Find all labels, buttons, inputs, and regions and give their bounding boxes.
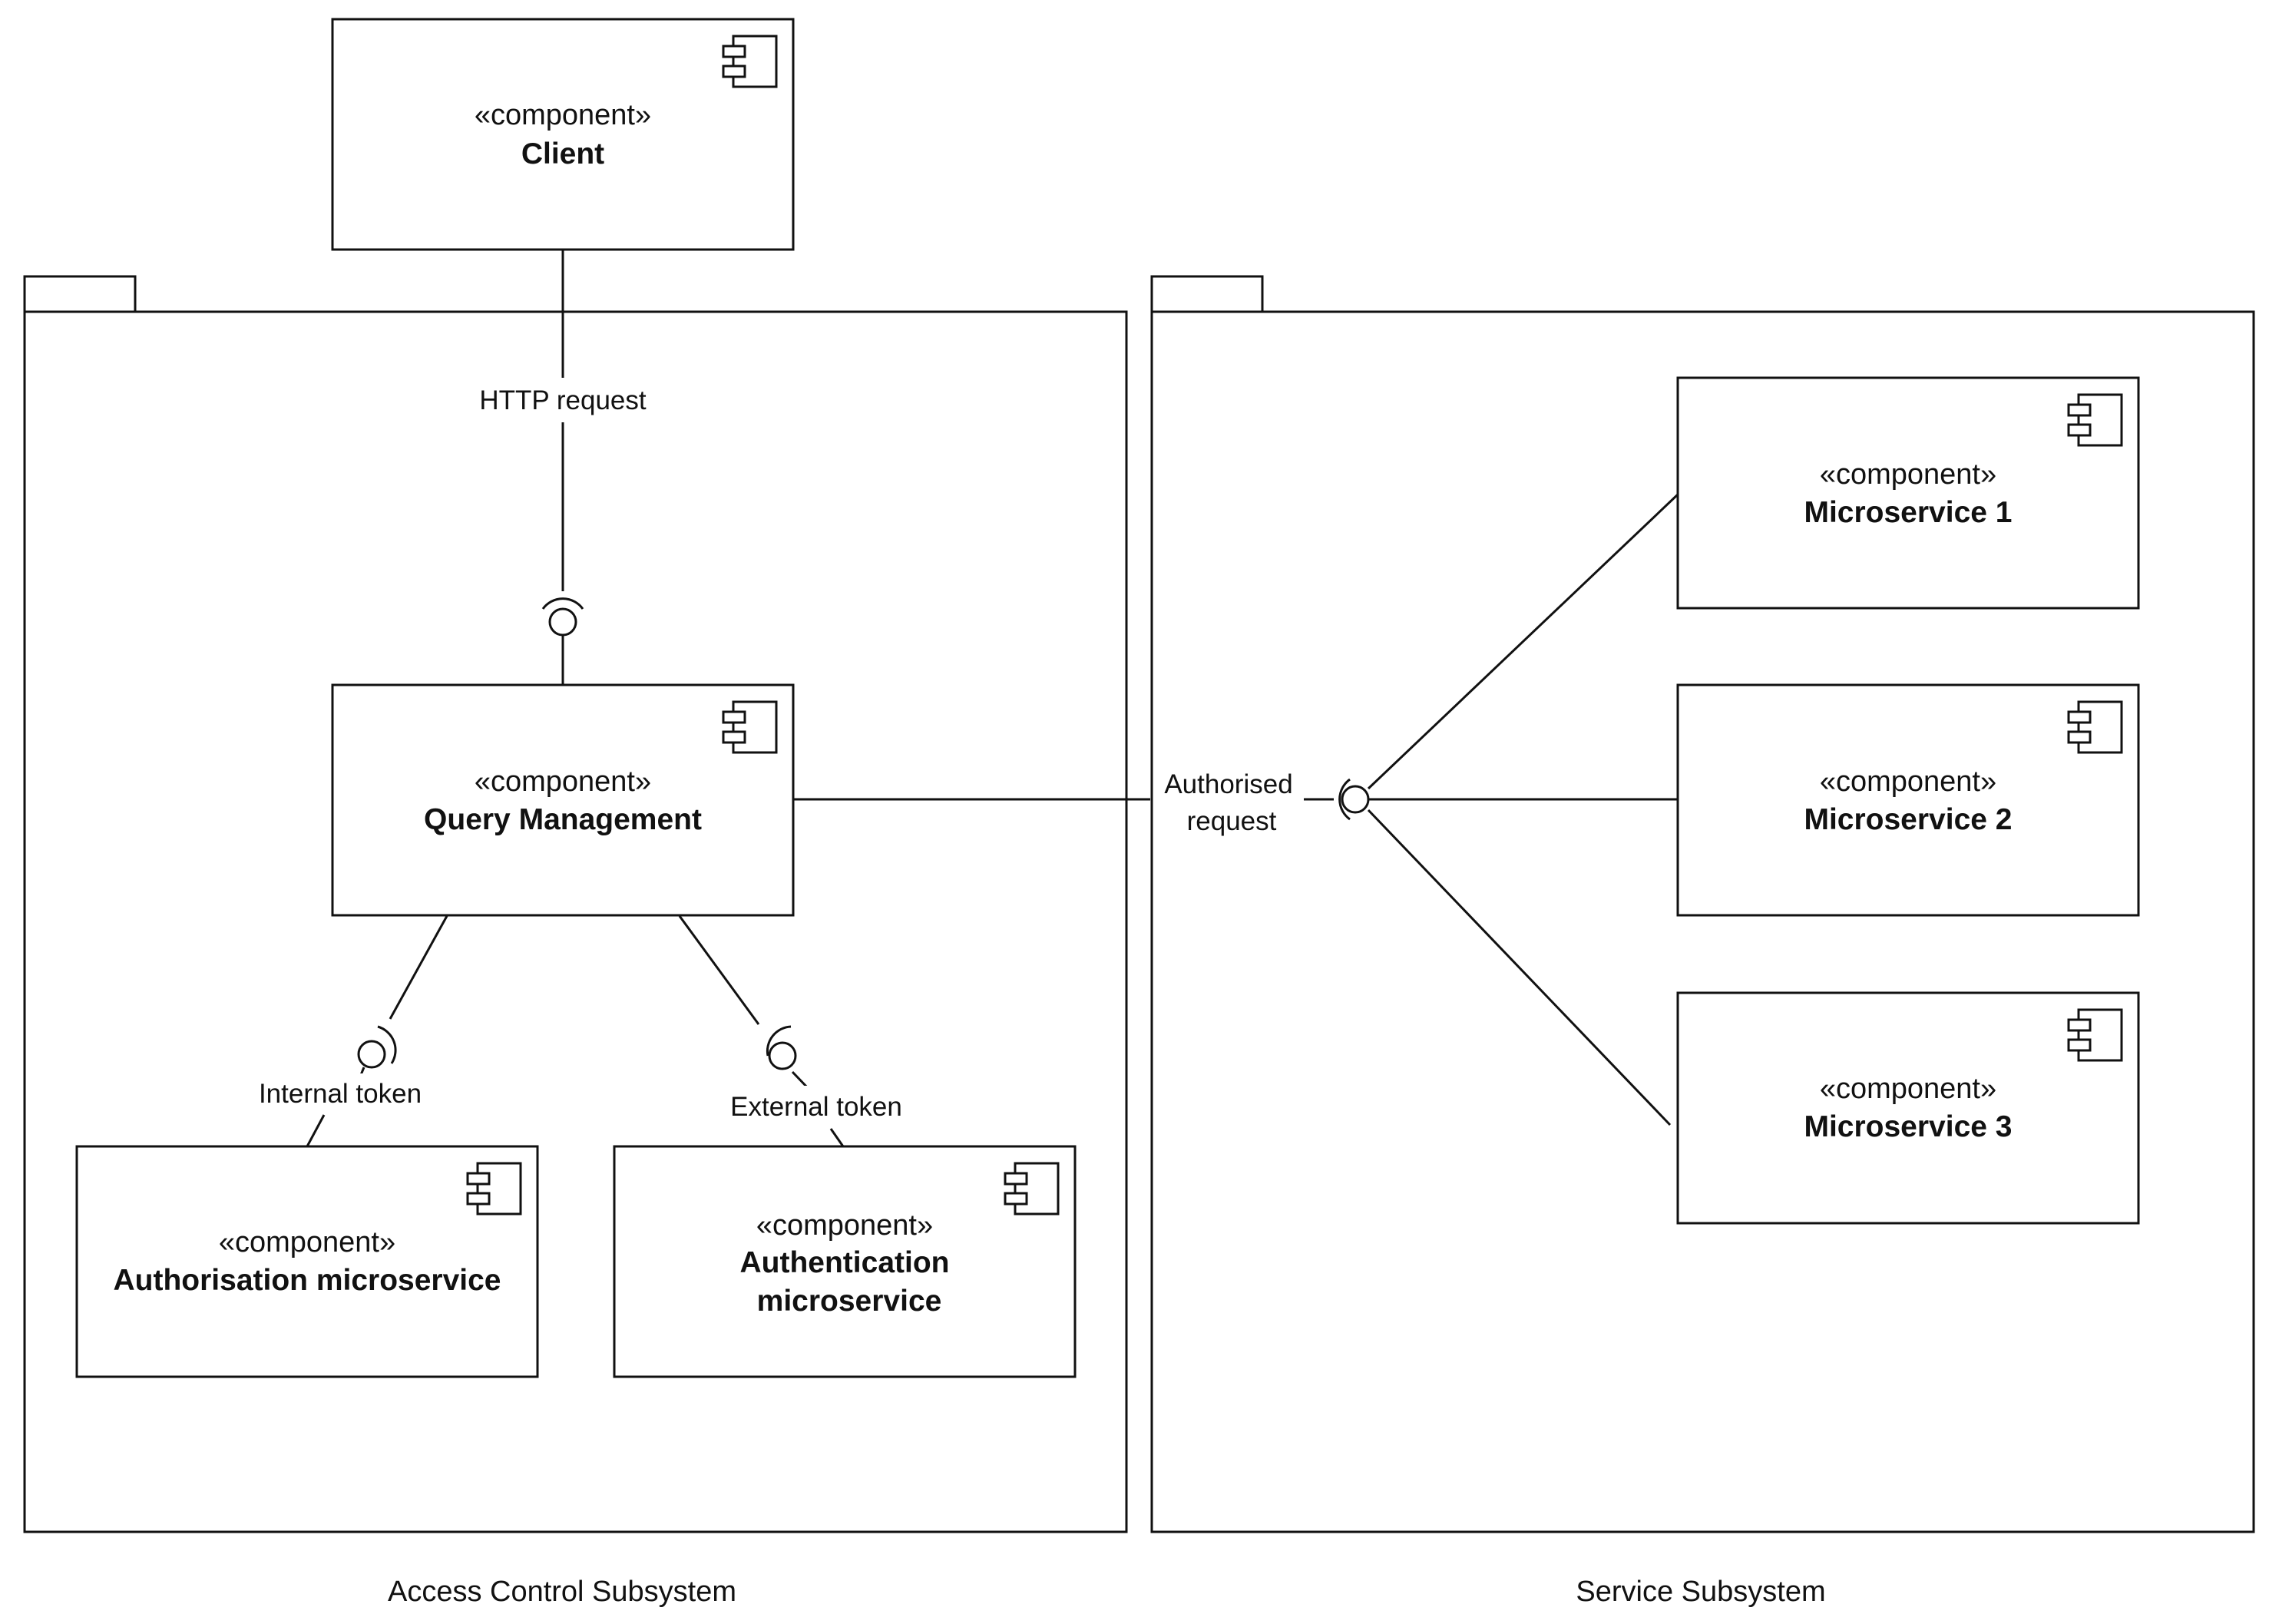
component-stereotype: «component» [756, 1209, 933, 1242]
component-box [613, 1145, 1077, 1378]
component-icon [466, 1162, 522, 1216]
socket-icon [766, 1025, 792, 1057]
http-request-label: HTTP request [479, 385, 646, 415]
component-name-line2: microservice [757, 1285, 942, 1318]
authorised-request-label-line1: Authorised [1164, 769, 1292, 799]
component-stereotype: «component» [475, 99, 651, 131]
component-icon [2067, 393, 2123, 447]
component-box [1676, 991, 2140, 1225]
component-stereotype: «component» [1820, 766, 1996, 798]
authorised-request-label-line2: request [1187, 806, 1277, 836]
internal-token-interface [357, 1025, 397, 1069]
package-label-access-control: Access Control Subsystem [388, 1576, 736, 1608]
component-client[interactable]: «component» Client [331, 18, 795, 251]
component-box [1676, 376, 2140, 610]
component-icon [722, 700, 778, 754]
connector-labels: HTTP request Authorised request Internal… [250, 378, 1302, 1126]
component-query-management[interactable]: «component» Query Management [331, 683, 795, 917]
component-name: Microservice 1 [1804, 496, 2012, 529]
ball-icon [548, 607, 577, 637]
internal-token-connector-lower [306, 1114, 326, 1147]
microservice-3-connector [1367, 809, 1672, 1126]
component-icon [2067, 700, 2123, 754]
package-tab [1150, 275, 1264, 313]
connectors [306, 250, 1679, 1147]
component-box [331, 18, 795, 251]
component-name: Authorisation microservice [114, 1264, 501, 1297]
socket-icon [541, 597, 584, 610]
component-name: Microservice 2 [1804, 803, 2012, 836]
socket-icon [1338, 778, 1351, 821]
component-microservice-2[interactable]: «component» Microservice 2 [1676, 683, 2140, 917]
package-tab [23, 275, 137, 313]
microservice-1-connector [1367, 493, 1679, 790]
component-name-line1: Authentication [740, 1246, 950, 1279]
component-icon [2067, 1008, 2123, 1062]
external-token-connector-lower [829, 1128, 845, 1147]
internal-token-connector-upper [389, 915, 448, 1020]
external-token-label: External token [730, 1092, 902, 1122]
component-stereotype: «component» [1820, 1073, 1996, 1105]
internal-token-label: Internal token [259, 1079, 422, 1109]
component-name: Microservice 3 [1804, 1110, 2012, 1143]
external-token-connector-upper [678, 915, 760, 1025]
component-name: Client [521, 137, 604, 170]
component-stereotype: «component» [1820, 458, 1996, 491]
external-token-interface [766, 1025, 797, 1070]
socket-icon [377, 1025, 397, 1064]
component-box [75, 1145, 539, 1378]
ball-icon [768, 1041, 797, 1070]
component-stereotype: «component» [475, 766, 651, 798]
component-name: Query Management [424, 803, 702, 836]
authorised-request-interface [1338, 778, 1370, 821]
component-microservice-3[interactable]: «component» Microservice 3 [1676, 991, 2140, 1225]
component-icon [722, 35, 778, 88]
ball-icon [357, 1040, 386, 1069]
component-microservice-1[interactable]: «component» Microservice 1 [1676, 376, 2140, 610]
package-label-service: Service Subsystem [1576, 1576, 1825, 1608]
component-box [1676, 683, 2140, 917]
component-authentication-microservice[interactable]: «component» Authentication microservice [613, 1145, 1077, 1378]
component-stereotype: «component» [219, 1226, 395, 1259]
component-authorisation-microservice[interactable]: «component» Authorisation microservice [75, 1145, 539, 1378]
component-box [331, 683, 795, 917]
component-icon [1004, 1162, 1060, 1216]
http-request-interface [541, 597, 584, 637]
ball-icon [1341, 785, 1370, 814]
